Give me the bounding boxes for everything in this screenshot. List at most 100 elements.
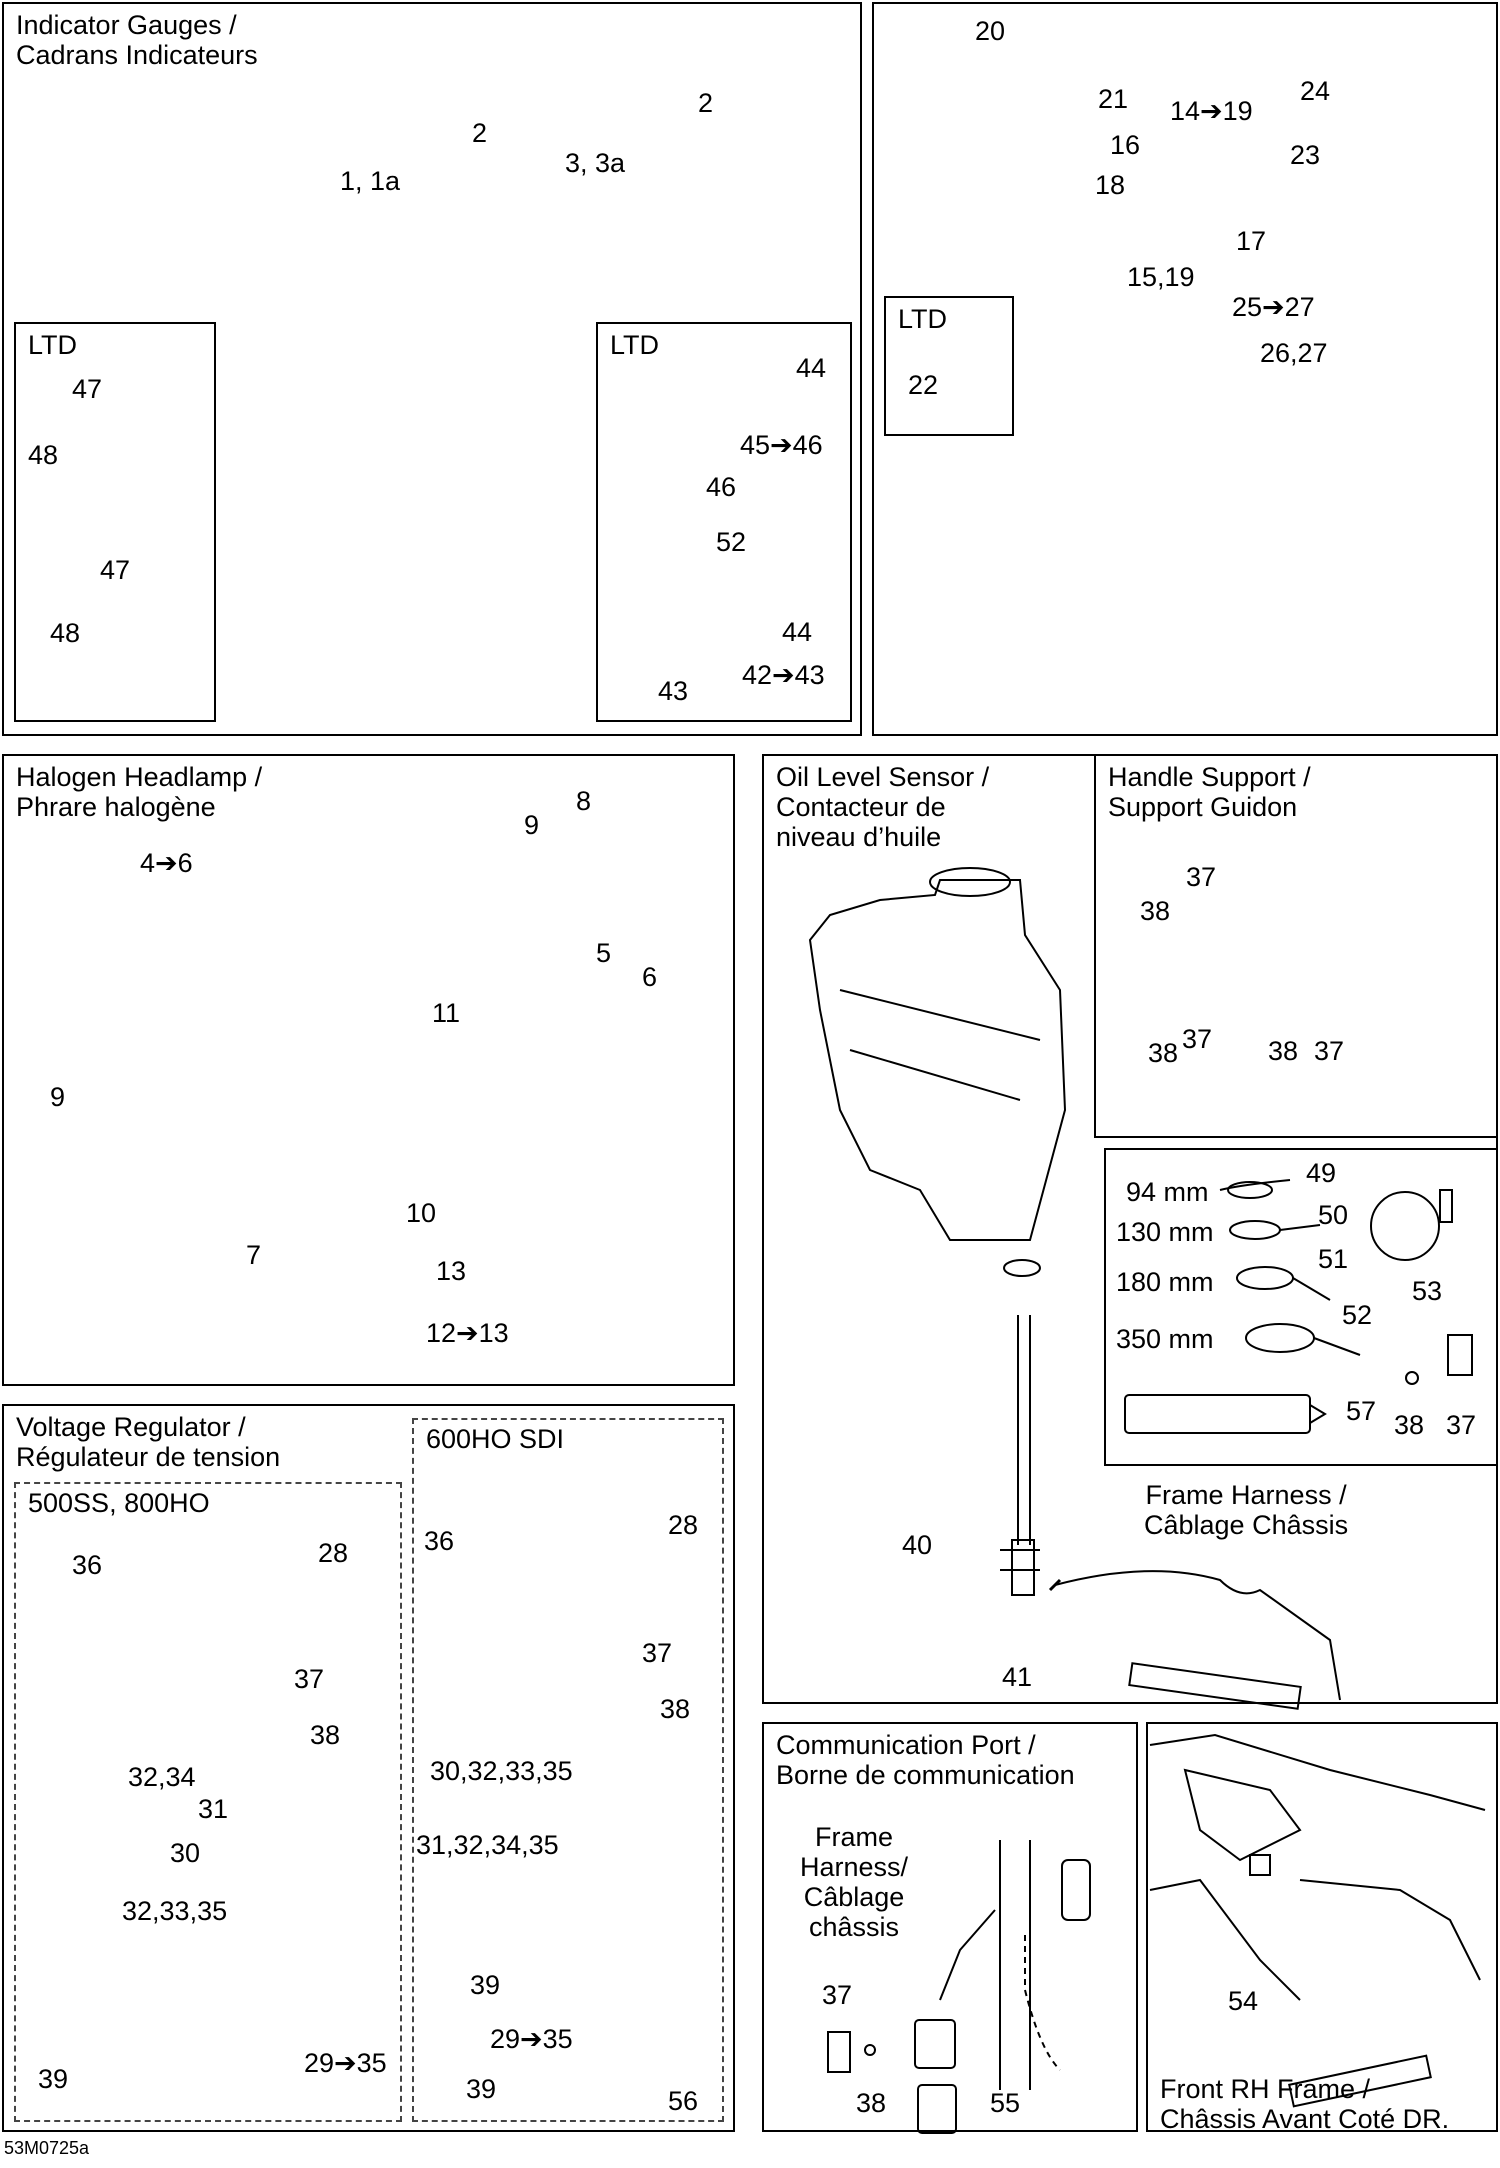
panel-title: Front RH Frame / Châssis Avant Coté DR. (1160, 2074, 1450, 2134)
callout: 94 mm (1126, 1177, 1209, 1207)
callout: 39 (38, 2064, 69, 2094)
panel-title: Indicator Gauges / Cadrans Indicateurs (16, 10, 258, 70)
ltd-left-box: LTD (14, 322, 216, 722)
callout: 22 (908, 370, 939, 400)
callout: 37 (294, 1664, 325, 1694)
panel-title: Halogen Headlamp / Phrare halogène (16, 762, 263, 822)
callout: 55 (990, 2088, 1021, 2118)
callout: 48 (50, 618, 81, 648)
callout: 1, 1a (340, 166, 401, 196)
callout: 21 (1098, 84, 1129, 114)
handle-support-panel: Handle Support / Support Guidon (1094, 754, 1498, 1138)
callout: 25➔27 (1232, 292, 1315, 322)
callout: 32,33,35 (122, 1896, 228, 1926)
callout: 14➔19 (1170, 96, 1253, 126)
callout: 44 (782, 617, 813, 647)
callout: 53 (1412, 1276, 1443, 1306)
callout: 39 (466, 2074, 497, 2104)
callout: 32,34 (128, 1762, 196, 1792)
frame-harness-title: Frame Harness / Câblage Châssis (1144, 1480, 1349, 1540)
callout: 42➔43 (742, 660, 825, 690)
callout: 57 (1346, 1396, 1377, 1426)
callout: 38 (1394, 1410, 1425, 1440)
callout: 50 (1318, 1200, 1349, 1230)
front-frame-drawing (1149, 1733, 1486, 2108)
callout: 40 (902, 1530, 933, 1560)
communication-port-panel: Communication Port / Borne de communicat… (762, 1722, 1138, 2132)
callout: 47 (100, 555, 131, 585)
callout: 8 (576, 786, 592, 816)
callout: 52 (1342, 1300, 1373, 1330)
callout: 26,27 (1260, 338, 1328, 368)
callout: 24 (1300, 76, 1331, 106)
panel-title: Voltage Regulator / Régulateur de tensio… (16, 1412, 281, 1472)
callout: 2 (698, 88, 714, 118)
callout: 41 (1002, 1662, 1033, 1692)
callout: 38 (310, 1720, 341, 1750)
ltd-label: LTD (610, 330, 660, 360)
voltage-regulator-panel: Voltage Regulator / Régulateur de tensio… (2, 1404, 735, 2132)
callout: 13 (436, 1256, 467, 1286)
callout: 29➔35 (304, 2048, 387, 2078)
callout: 37 (1182, 1024, 1213, 1054)
variant-box-500ss: 500SS, 800HO (14, 1482, 402, 2122)
callout: 37 (1446, 1410, 1477, 1440)
callout: 46 (706, 472, 737, 502)
panel-title: Communication Port / Borne de communicat… (776, 1730, 1075, 1790)
callout: 56 (668, 2086, 699, 2116)
oil-sensor-drawing (1000, 1259, 1341, 1710)
callout: 10 (406, 1198, 437, 1228)
callout: 43 (658, 676, 689, 706)
callout: 16 (1110, 130, 1141, 160)
callout: 36 (424, 1526, 455, 1556)
callout: 31,32,34,35 (416, 1830, 559, 1860)
comm-port-drawing (827, 1840, 1091, 2134)
callout: 18 (1095, 170, 1126, 200)
callout: 2 (472, 118, 488, 148)
callout: 180 mm (1116, 1267, 1214, 1297)
cable-ties-panel (1104, 1148, 1498, 1466)
ltd-outlet-box: LTD (884, 296, 1014, 436)
oil-tank-drawing (808, 867, 1067, 1241)
ltd-right-box: LTD (596, 322, 852, 722)
callout: 39 (470, 1970, 501, 2000)
callout: 30 (170, 1838, 201, 1868)
callout: 29➔35 (490, 2024, 573, 2054)
ltd-label: LTD (28, 330, 78, 360)
callout: 6 (642, 962, 658, 992)
frame-harness-label: Frame Harness/ Câblage châssis (800, 1822, 909, 1942)
callout: 15,19 (1127, 262, 1195, 292)
callout: 37 (822, 1980, 853, 2010)
callout: 28 (668, 1510, 699, 1540)
indicator-gauges-panel: Indicator Gauges / Cadrans Indicateurs L… (2, 2, 862, 736)
variant-label: 500SS, 800HO (28, 1488, 210, 1518)
callout: 350 mm (1116, 1324, 1214, 1354)
callout: 37 (1314, 1036, 1345, 1066)
callout: 17 (1236, 226, 1267, 256)
callout: 9 (524, 810, 540, 840)
callout: 38 (1148, 1038, 1179, 1068)
callout: 51 (1318, 1244, 1349, 1274)
callout: 49 (1306, 1158, 1337, 1188)
tether-panel: LTD (872, 2, 1498, 736)
callout: 38 (660, 1694, 691, 1724)
ltd-label: LTD (898, 304, 948, 334)
callout: 36 (72, 1550, 103, 1580)
callout: 38 (1140, 896, 1171, 926)
callout: 37 (642, 1638, 673, 1668)
halogen-headlamp-panel: Halogen Headlamp / Phrare halogène (2, 754, 735, 1386)
panel-title: Handle Support / Support Guidon (1108, 762, 1311, 822)
callout: 20 (975, 16, 1006, 46)
front-rh-frame-panel: Front RH Frame / Châssis Avant Coté DR. (1146, 1722, 1498, 2134)
variant-label: 600HO SDI (426, 1424, 565, 1454)
callout: 38 (856, 2088, 887, 2118)
callout: 9 (50, 1082, 66, 1112)
callout: 38 (1268, 1036, 1299, 1066)
callout: 44 (796, 353, 827, 383)
callout: 3, 3a (565, 148, 626, 178)
callout: 52 (716, 527, 747, 557)
callout: 130 mm (1116, 1217, 1214, 1247)
callout: 37 (1186, 862, 1217, 892)
callout: 12➔13 (426, 1318, 509, 1348)
callout: 11 (432, 998, 461, 1028)
